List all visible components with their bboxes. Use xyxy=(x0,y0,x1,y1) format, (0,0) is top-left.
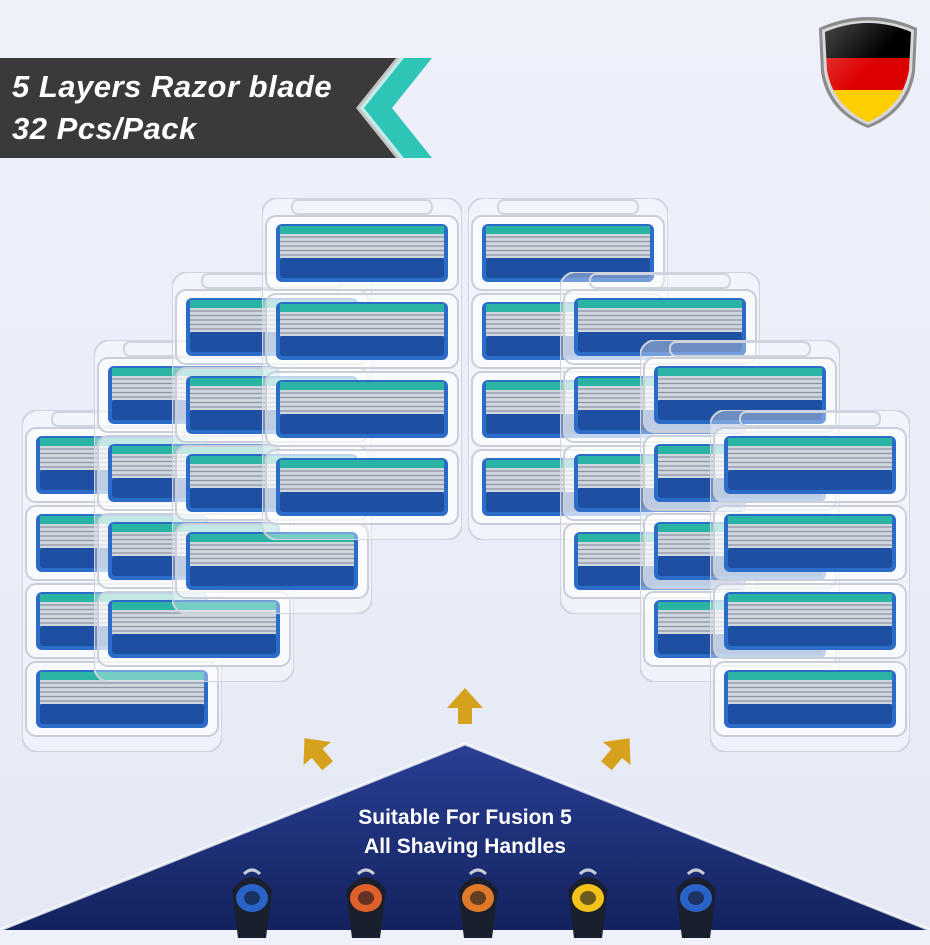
razor-cartridge-column xyxy=(262,198,462,540)
razor-cartridge-column xyxy=(710,410,910,752)
razor-handle-icon xyxy=(666,860,726,940)
razor-handle-icon xyxy=(222,860,282,940)
banner-line-2: 32 Pcs/Pack xyxy=(12,111,197,146)
razor-handle-icon xyxy=(558,860,618,940)
banner-text: 5 Layers Razor blade 32 Pcs/Pack xyxy=(12,66,332,150)
up-arrow-icon xyxy=(445,686,485,726)
razor-handle-icon xyxy=(336,860,396,940)
up-arrow-icon xyxy=(288,724,344,780)
banner-line-1: 5 Layers Razor blade xyxy=(12,69,333,104)
compat-line-2: All Shaving Handles xyxy=(364,835,566,858)
compatibility-panel: Suitable For Fusion 5 All Shaving Handle… xyxy=(0,740,930,938)
razor-handle-icon xyxy=(448,860,508,940)
germany-flag-shield-icon xyxy=(815,10,921,128)
title-banner: 5 Layers Razor blade 32 Pcs/Pack xyxy=(0,58,432,158)
compat-line-1: Suitable For Fusion 5 xyxy=(358,806,572,829)
banner-shape xyxy=(0,58,432,158)
up-arrow-icon xyxy=(590,724,646,780)
